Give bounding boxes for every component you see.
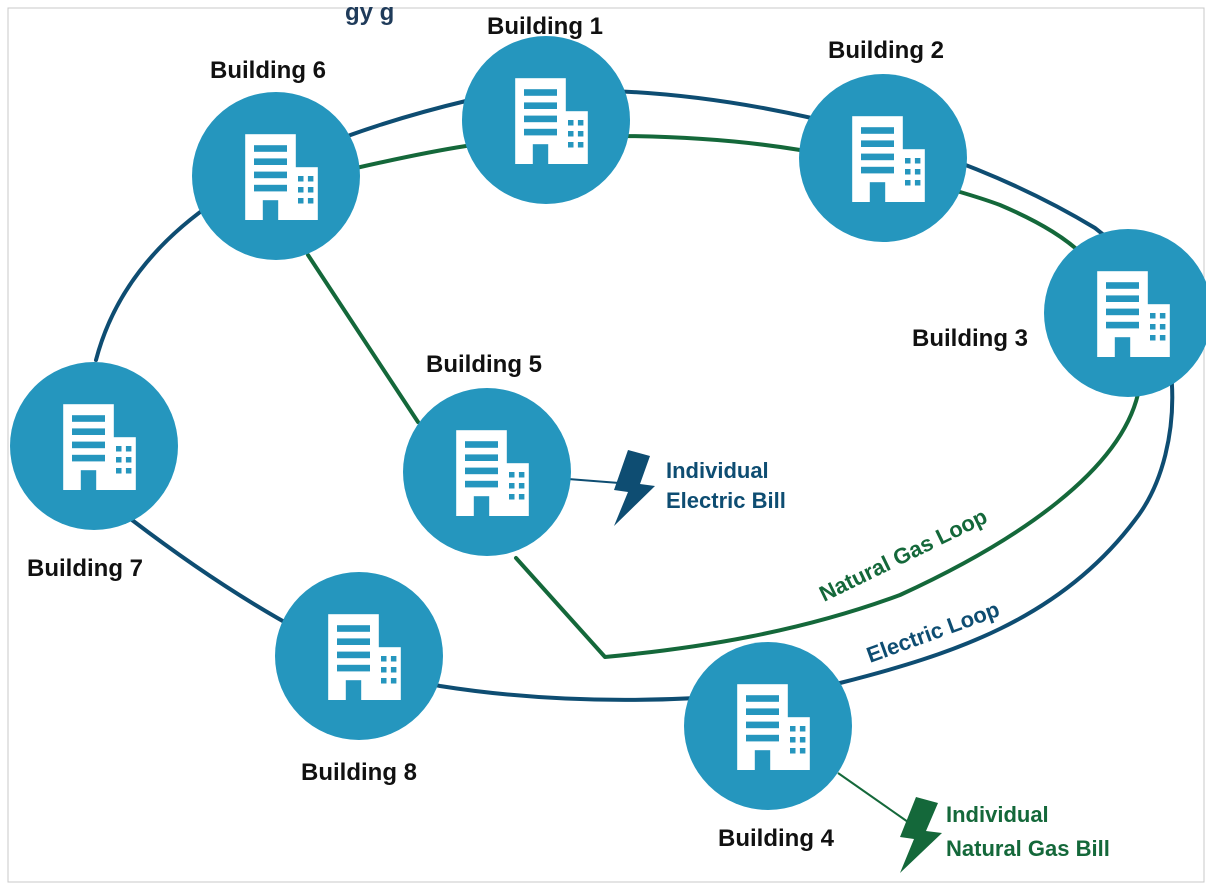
electric-bill-label-line-1: Individual (666, 458, 769, 483)
lightning-bolt-icon (614, 450, 655, 526)
natural-gas-bill: Individual Natural Gas Bill (900, 797, 1110, 873)
building-4-label: Building 4 (718, 825, 835, 852)
building-5-label: Building 5 (426, 351, 542, 378)
building-3[interactable] (1044, 229, 1206, 397)
building-6[interactable] (192, 92, 360, 260)
building-5[interactable] (403, 388, 571, 556)
building-1[interactable] (462, 36, 630, 204)
lightning-bolt-icon (900, 797, 942, 873)
building-2[interactable] (799, 74, 967, 242)
electric-bill-label-line-2: Electric Bill (666, 488, 786, 513)
gas-bill-connector (837, 772, 909, 823)
natural-gas-loop-label: Natural Gas Loop (815, 504, 991, 607)
building-8[interactable] (275, 572, 443, 740)
building-3-label: Building 3 (912, 325, 1028, 352)
electric-bill: Individual Electric Bill (614, 450, 786, 526)
building-7[interactable] (10, 362, 178, 530)
building-2-label: Building 2 (828, 37, 944, 64)
natural-gas-loop-line (306, 253, 420, 424)
gas-bill-label-line-2: Natural Gas Bill (946, 836, 1110, 861)
building-1-label: Building 1 (487, 13, 603, 40)
building-4[interactable] (684, 642, 852, 810)
gas-bill-label-line-1: Individual (946, 802, 1049, 827)
page-title: gy g (345, 0, 394, 26)
diagram-frame (7, 7, 1205, 883)
building-8-label: Building 8 (301, 759, 417, 786)
natural-gas-loop-line (354, 133, 1092, 264)
electric-loop-line (94, 88, 1175, 702)
building-7-label: Building 7 (27, 555, 143, 582)
natural-gas-loop-line (514, 392, 1140, 659)
building-6-label: Building 6 (210, 57, 326, 84)
